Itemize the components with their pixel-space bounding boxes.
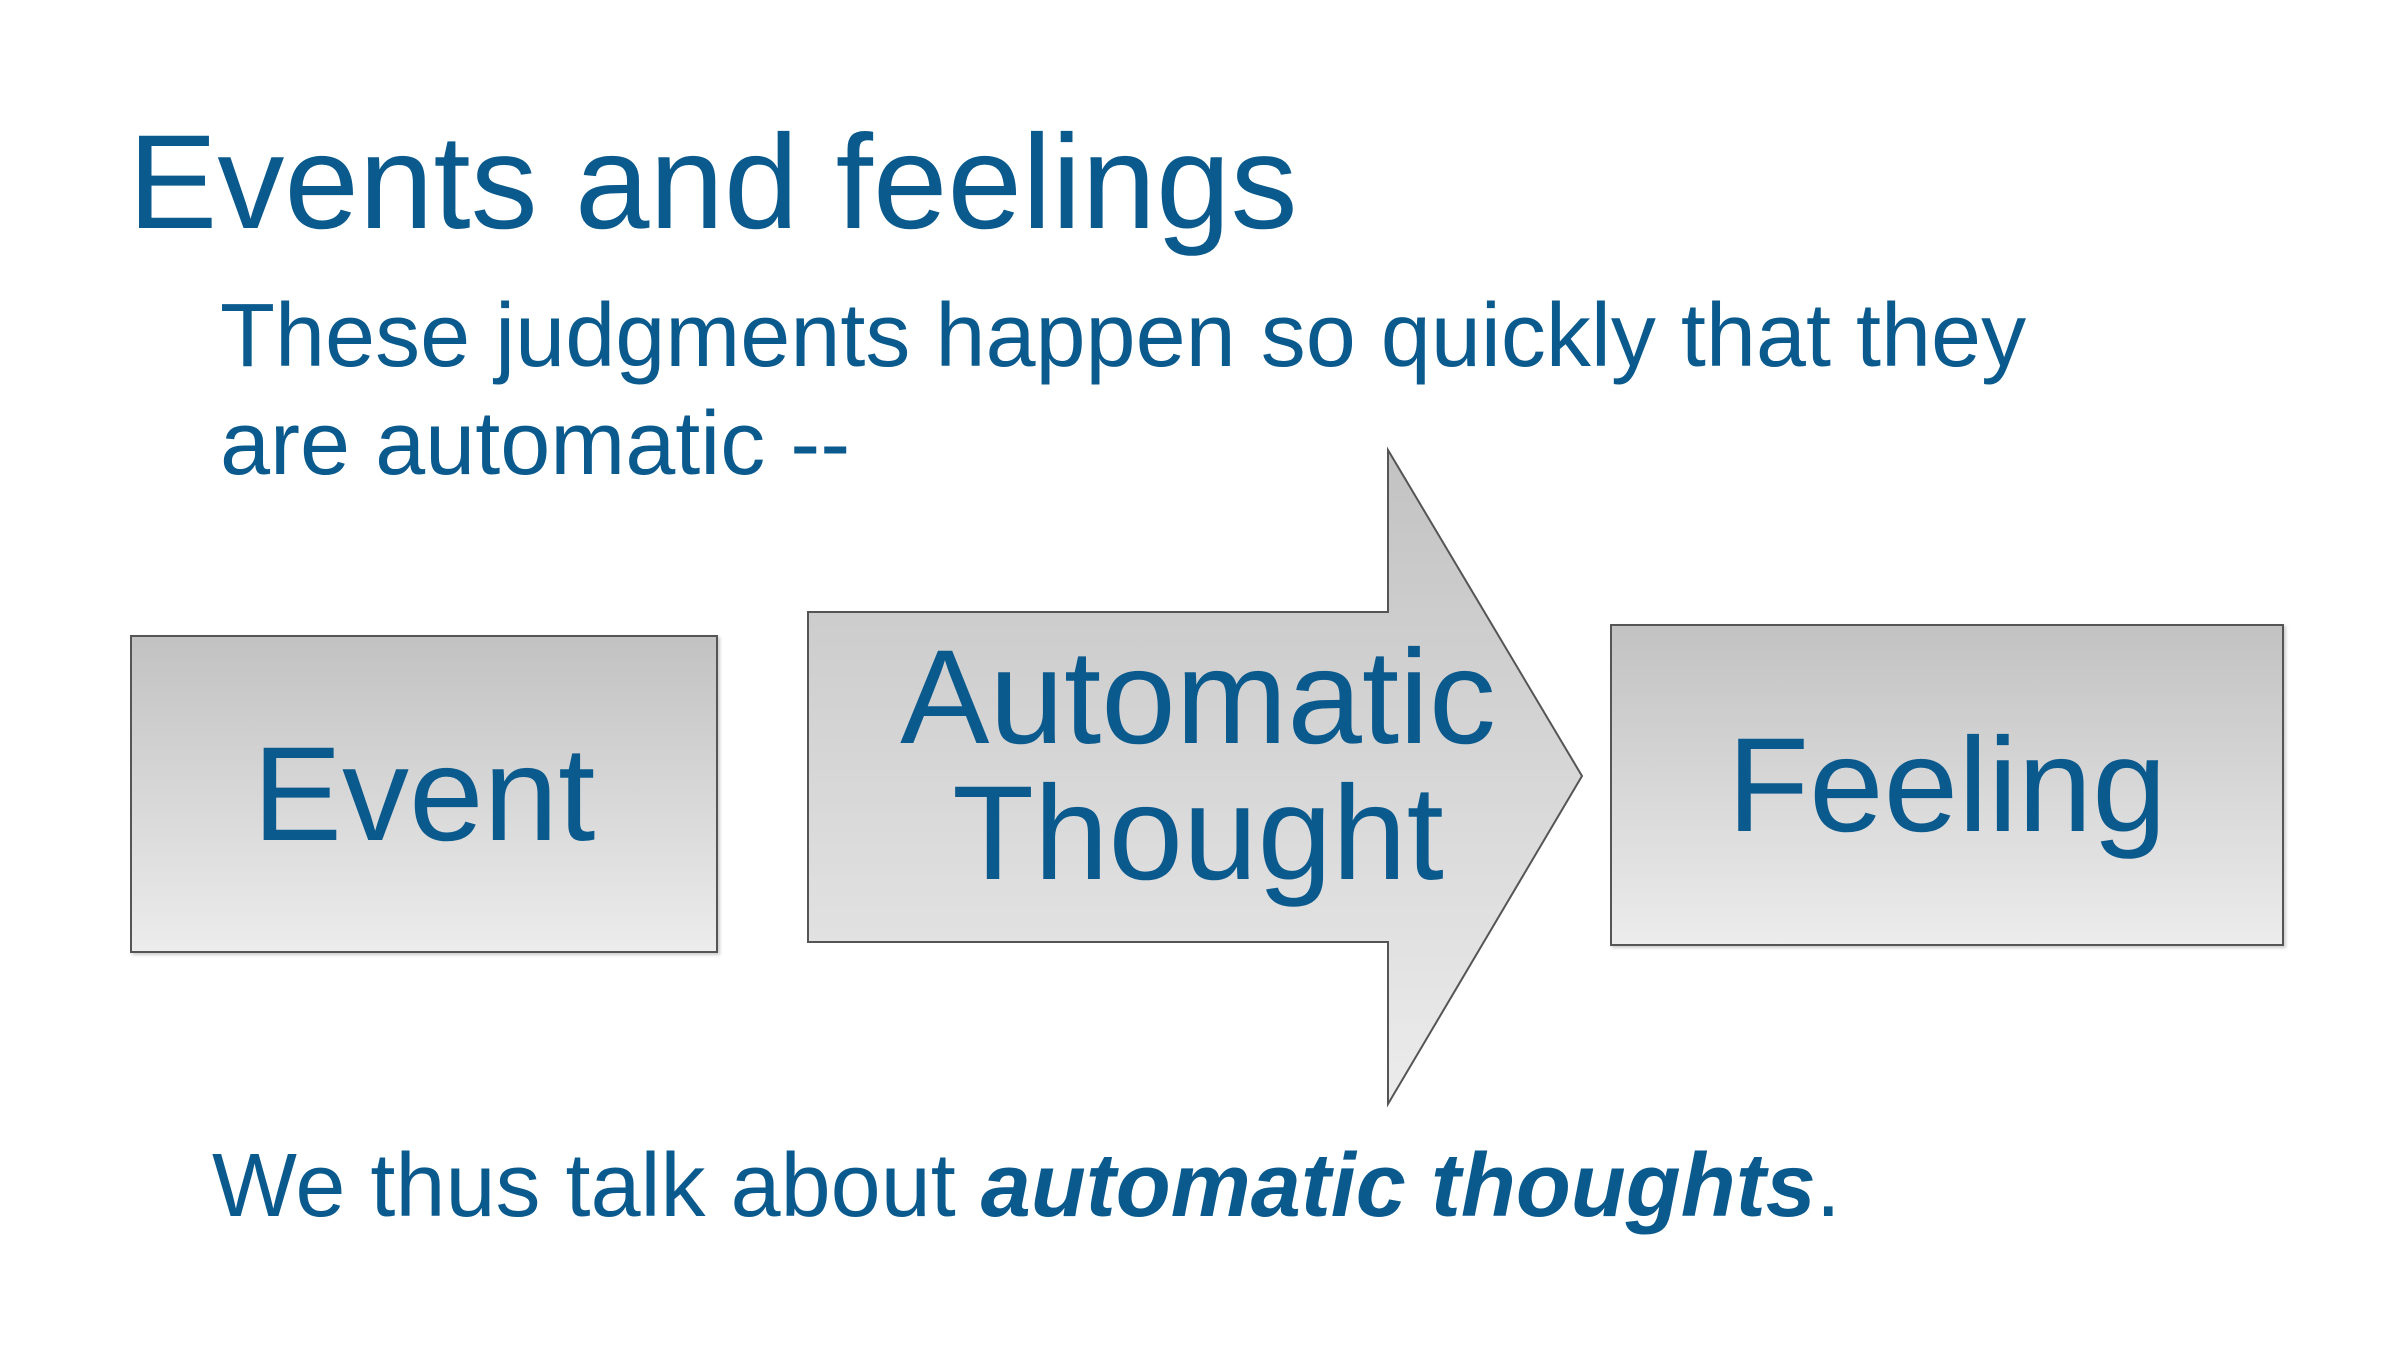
- bottom-emphasis: automatic thoughts: [980, 1136, 1816, 1236]
- thought-line-2: Thought: [952, 759, 1444, 908]
- automatic-thought-label: Automatic Thought: [808, 630, 1588, 902]
- thought-line-1: Automatic: [900, 623, 1496, 772]
- event-box: Event: [130, 635, 718, 953]
- feeling-box: Feeling: [1610, 624, 2284, 946]
- event-label: Event: [252, 719, 596, 869]
- feeling-label: Feeling: [1727, 710, 2167, 860]
- bottom-statement: We thus talk about automatic thoughts.: [212, 1132, 1841, 1240]
- bottom-period: .: [1815, 1136, 1841, 1236]
- bottom-text: We thus talk about: [212, 1136, 981, 1236]
- slide-title: Events and feelings: [128, 108, 1298, 257]
- slide-subtitle: These judgments happen so quickly that t…: [220, 286, 2027, 494]
